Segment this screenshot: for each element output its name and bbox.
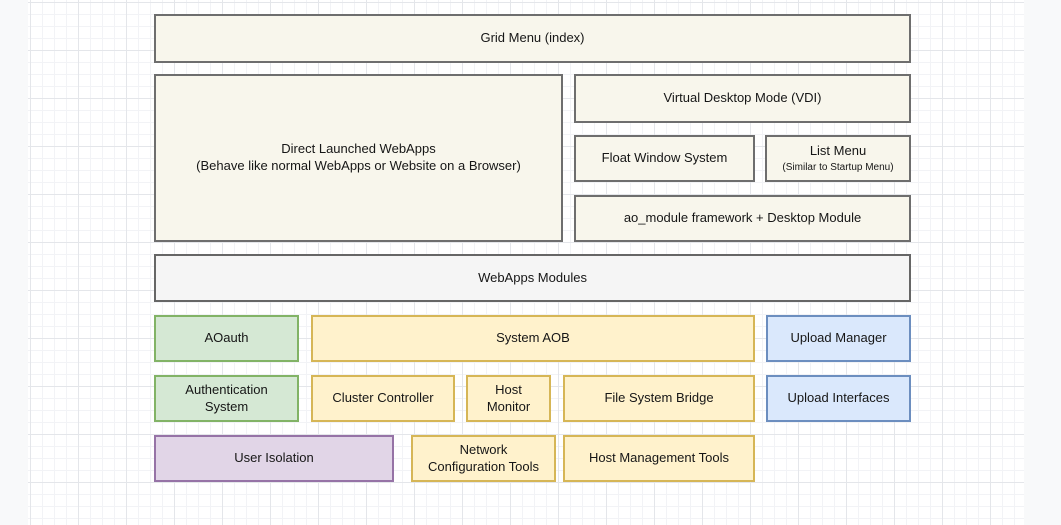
- shape-label: Direct Launched WebApps: [164, 141, 553, 158]
- shape-aoauth: AOauth: [154, 315, 299, 362]
- shape-user-isolation: User Isolation: [154, 435, 394, 482]
- shape-host-management-tools: Host Management Tools: [563, 435, 755, 482]
- shape-label: Network Configuration Tools: [421, 442, 546, 476]
- shape-float-window-system: Float Window System: [574, 135, 755, 182]
- shape-label: System AOB: [321, 330, 745, 347]
- shape-authentication-system: Authentication System: [154, 375, 299, 422]
- shape-label: Float Window System: [584, 150, 745, 167]
- shape-cluster-controller: Cluster Controller: [311, 375, 455, 422]
- shape-label: Upload Manager: [776, 330, 901, 347]
- shape-system-aob: System AOB: [311, 315, 755, 362]
- shape-ao-module-framework: ao_module framework + Desktop Module: [574, 195, 911, 242]
- shape-label: Authentication System: [164, 382, 289, 416]
- shape-file-system-bridge: File System Bridge: [563, 375, 755, 422]
- shape-label: Host Management Tools: [573, 450, 745, 467]
- shape-label: Host Monitor: [476, 382, 541, 416]
- shape-label: WebApps Modules: [164, 270, 901, 287]
- shape-upload-interfaces: Upload Interfaces: [766, 375, 911, 422]
- shape-list-menu: List Menu (Similar to Startup Menu): [765, 135, 911, 182]
- shape-label: File System Bridge: [573, 390, 745, 407]
- shape-network-configuration-tools: Network Configuration Tools: [411, 435, 556, 482]
- shape-label: ao_module framework + Desktop Module: [584, 210, 901, 227]
- shape-webapps-modules: WebApps Modules: [154, 254, 911, 302]
- shape-label: Grid Menu (index): [164, 30, 901, 47]
- shape-label: AOauth: [164, 330, 289, 347]
- shape-host-monitor: Host Monitor: [466, 375, 551, 422]
- diagram-grid-canvas: Grid Menu (index) Direct Launched WebApp…: [28, 0, 1024, 525]
- shape-virtual-desktop-mode: Virtual Desktop Mode (VDI): [574, 74, 911, 123]
- shape-direct-launched-webapps: Direct Launched WebApps (Behave like nor…: [154, 74, 563, 242]
- shape-label: User Isolation: [164, 450, 384, 467]
- shape-label: Upload Interfaces: [776, 390, 901, 407]
- shape-grid-menu: Grid Menu (index): [154, 14, 911, 63]
- shape-sublabel: (Behave like normal WebApps or Website o…: [164, 158, 553, 175]
- shape-label: List Menu: [775, 143, 901, 160]
- shape-label: Cluster Controller: [321, 390, 445, 407]
- shape-sublabel: (Similar to Startup Menu): [775, 161, 901, 174]
- shape-label: Virtual Desktop Mode (VDI): [584, 90, 901, 107]
- shape-upload-manager: Upload Manager: [766, 315, 911, 362]
